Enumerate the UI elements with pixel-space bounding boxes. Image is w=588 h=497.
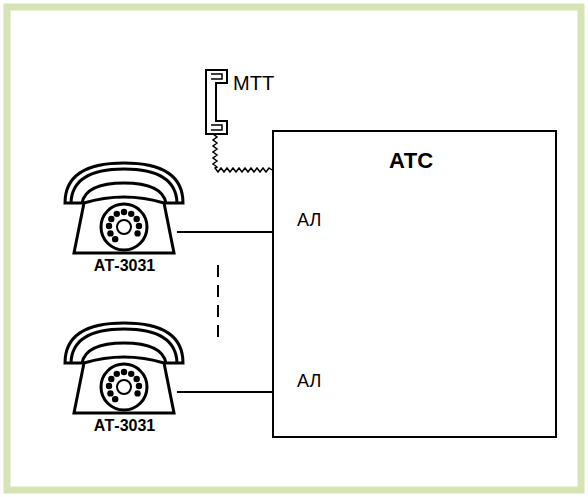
- handset-node: МТТ: [203, 68, 283, 138]
- line-label: АЛ: [297, 371, 321, 392]
- telephone-icon: [62, 157, 187, 257]
- telephone-icon: [62, 317, 187, 417]
- handset-icon: [203, 68, 233, 138]
- handset-label: МТТ: [233, 72, 274, 95]
- telephone-node: АТ-3031: [62, 157, 187, 277]
- exchange-title: АТС: [389, 148, 433, 174]
- telephone-node: АТ-3031: [62, 317, 187, 437]
- subscriber-line: [177, 231, 272, 233]
- model-label: АТ-3031: [62, 417, 187, 435]
- line-label: АЛ: [297, 210, 321, 231]
- model-label: АТ-3031: [62, 257, 187, 275]
- ellipsis-dash: [217, 265, 219, 345]
- exchange-box: АТС: [272, 130, 557, 438]
- subscriber-line: [177, 391, 272, 393]
- handset-cord: [213, 134, 272, 172]
